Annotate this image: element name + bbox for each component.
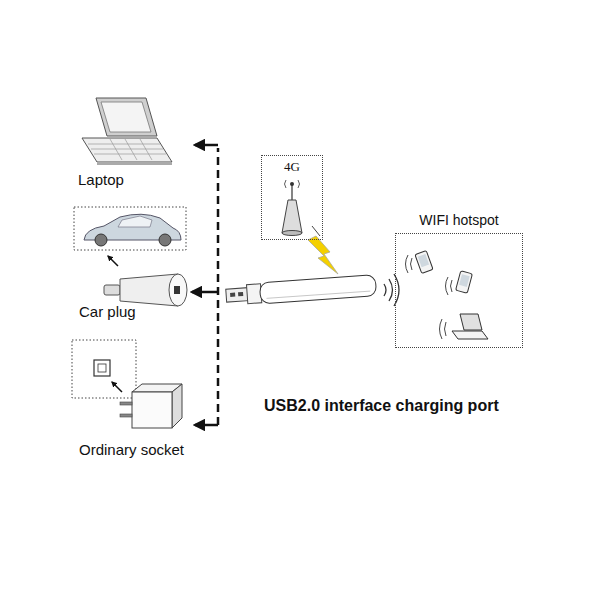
hotspot-box: WIFI hotspot [395, 233, 523, 348]
car-icon [74, 207, 186, 266]
device-label: Car plug [79, 303, 136, 320]
dashed-bracket [195, 145, 218, 425]
device-label: Laptop [78, 171, 124, 188]
device-label: Ordinary socket [79, 441, 184, 458]
usb-dongle [225, 275, 376, 306]
adapter-icon [120, 384, 182, 428]
laptop-icon [82, 98, 172, 165]
car-plug-icon [104, 274, 218, 306]
tower-box: 4G [261, 155, 323, 240]
antenna-icon [282, 180, 320, 236]
box-heading: WIFI hotspot [396, 212, 522, 229]
wifi-waves [384, 274, 399, 306]
hotspot-devices [406, 251, 489, 339]
socket-icon [72, 340, 136, 398]
network-label: 4G [262, 156, 322, 175]
caption: USB2.0 interface charging port [264, 397, 499, 415]
lightning-bolt [308, 236, 338, 274]
